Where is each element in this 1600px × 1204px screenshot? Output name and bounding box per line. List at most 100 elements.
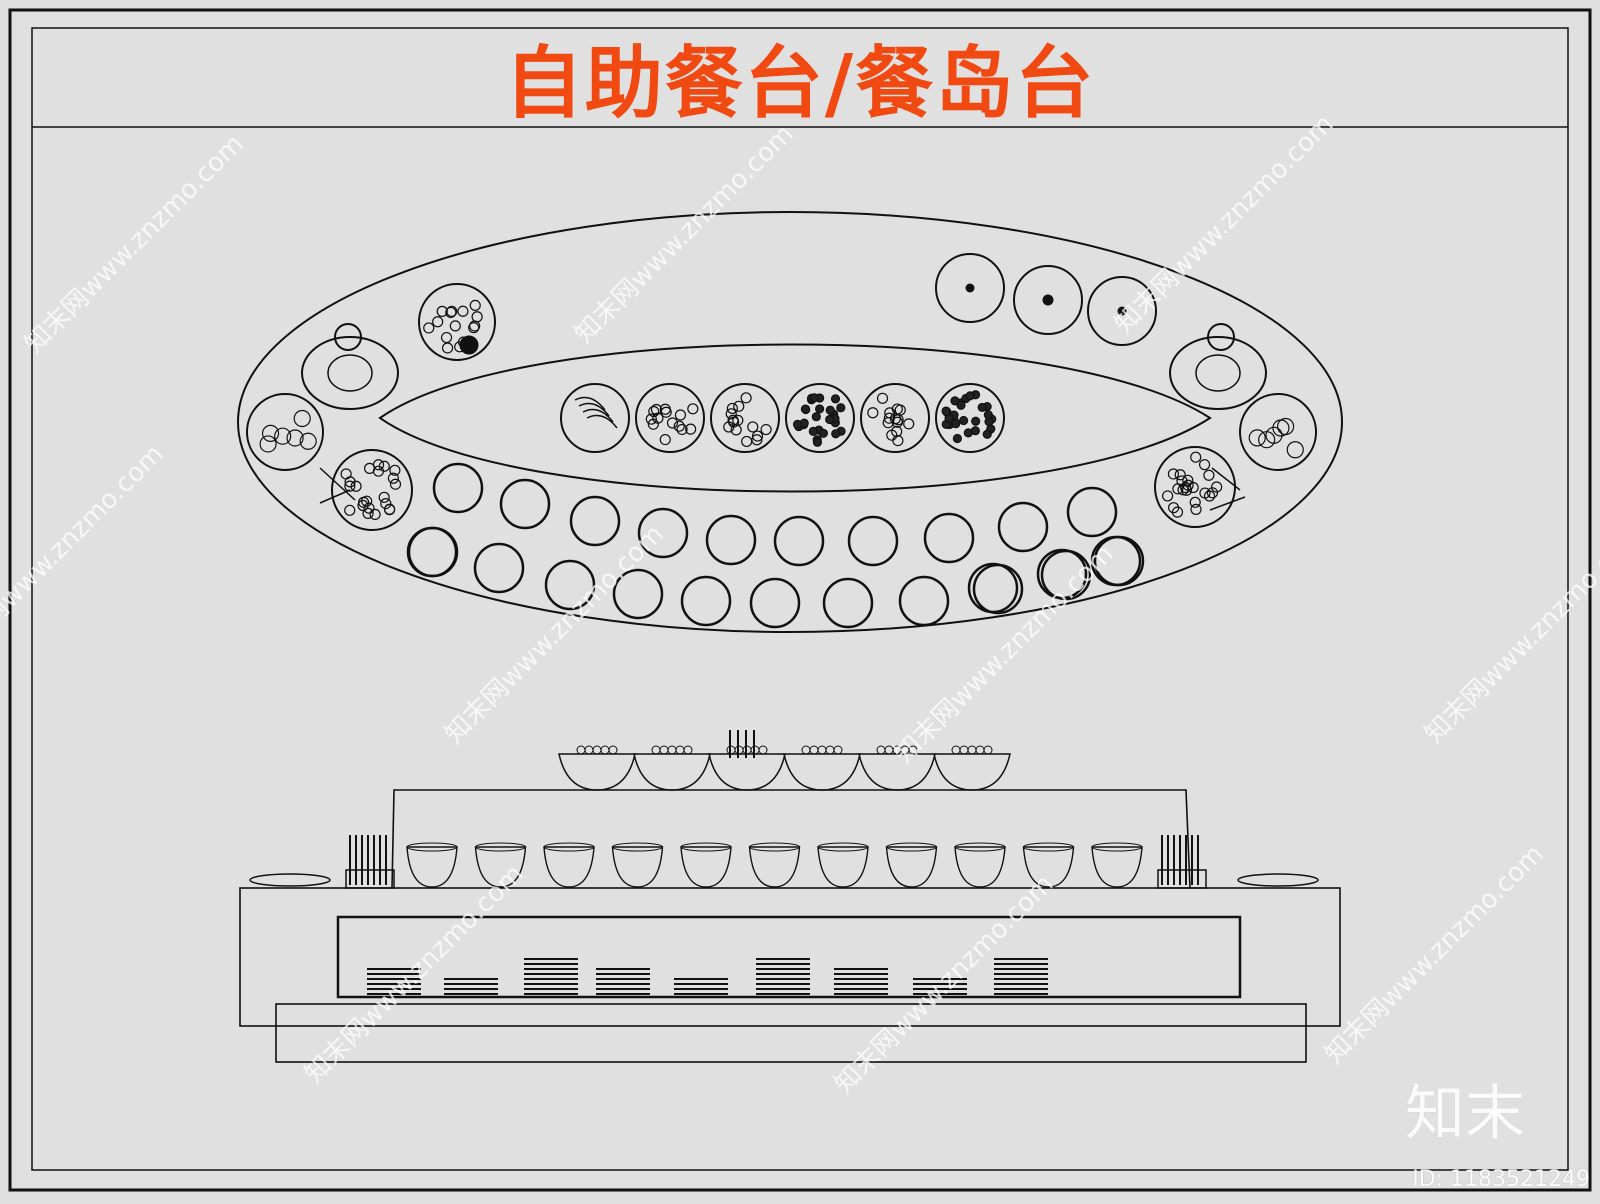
soup-bowl-rim — [543, 842, 595, 852]
bowl-food — [876, 745, 886, 755]
roast-platter — [301, 336, 399, 410]
buns-dish — [1239, 393, 1317, 471]
counter-body — [239, 887, 1341, 1027]
empty-plate — [705, 514, 757, 566]
table-outer-outline — [237, 211, 1343, 633]
buns-item — [1272, 419, 1290, 437]
grapes-item — [809, 393, 820, 403]
roast-item — [1195, 354, 1241, 392]
empty-plate — [997, 501, 1049, 553]
fruit-item — [423, 322, 435, 334]
soup-bowl-rim — [1023, 842, 1074, 852]
tong — [319, 467, 356, 501]
grapes-item — [811, 412, 821, 422]
soup-bowl-rim — [680, 842, 732, 852]
dumpling-item — [586, 414, 618, 429]
fruit-item — [1189, 496, 1201, 508]
empty-plate — [822, 577, 874, 629]
fruit-dish — [418, 283, 496, 361]
fruit-item — [725, 408, 737, 420]
bowl-food — [809, 745, 819, 755]
watermark-text: 知末网www.znzmo.com — [19, 129, 250, 360]
buns-item — [286, 429, 304, 447]
fruit-item — [903, 418, 915, 430]
bowl-food — [651, 745, 661, 755]
olive-item — [459, 335, 479, 355]
counter-base — [275, 1003, 1307, 1063]
fruit-item — [1176, 475, 1188, 487]
grapes-item — [983, 410, 993, 420]
watermark-text: 知末网www.znzmo.com — [439, 519, 670, 750]
utensil-holder — [345, 869, 395, 889]
empty-plate — [499, 478, 551, 530]
bowl-food — [683, 745, 693, 755]
fruit-item — [363, 502, 375, 514]
fruit-dish — [1154, 446, 1236, 528]
fruit-item — [1203, 469, 1215, 481]
empty-plate — [569, 495, 621, 547]
fruit-item — [1198, 459, 1211, 471]
watermark-text: 知末网www.znzmo.com — [889, 539, 1120, 770]
dumpling-dish — [560, 383, 630, 453]
soup-bowl-rim — [954, 842, 1006, 852]
buns-item — [1286, 441, 1304, 459]
bowl-food — [908, 745, 918, 755]
dish-rim — [1154, 446, 1236, 528]
fruit-item — [751, 430, 764, 442]
soup-bowl — [611, 846, 664, 888]
grapes-item — [836, 403, 846, 413]
display-window — [336, 915, 1242, 999]
grapes-item — [959, 415, 969, 426]
fruit-dish — [635, 383, 705, 453]
sauce-bowl-center — [1117, 306, 1127, 316]
fruit-item — [747, 421, 759, 433]
fruit-item — [468, 322, 480, 334]
fruit-item — [726, 402, 738, 415]
roast-platter — [1169, 336, 1267, 410]
bowl-food — [951, 745, 961, 755]
bowl-food — [608, 745, 618, 755]
dumpling-item — [582, 408, 614, 423]
end-platter — [1237, 873, 1319, 887]
empty-plate — [407, 526, 459, 578]
sauce-bowl-center — [965, 283, 975, 293]
serving-bowl — [783, 753, 861, 791]
garnish-bowl — [334, 323, 362, 351]
bowl-food — [659, 745, 669, 755]
bowl-food — [975, 745, 985, 755]
bowl-food — [600, 745, 610, 755]
fruit-item — [685, 423, 697, 435]
empty-plate — [1090, 535, 1142, 587]
soup-bowl — [817, 846, 869, 888]
empty-plate — [544, 559, 596, 611]
fruit-item — [372, 459, 385, 471]
buns-item — [261, 424, 280, 442]
soup-bowl — [680, 846, 732, 888]
dish-rim — [1239, 393, 1317, 471]
fruit-item — [727, 414, 739, 426]
empty-plate — [612, 568, 664, 620]
soup-bowl-rim — [817, 842, 869, 852]
grapes-item — [941, 406, 951, 416]
grapes-item — [825, 405, 835, 415]
serving-bowl — [633, 753, 711, 791]
fruit-item — [387, 472, 399, 484]
bowl-food — [959, 745, 969, 755]
fruit-item — [344, 480, 356, 492]
soup-bowl — [474, 846, 527, 888]
grapes-item — [952, 433, 962, 444]
fruit-item — [687, 403, 699, 415]
fruit-item — [389, 478, 402, 490]
watermark-text: 知末网www.znzmo.com — [569, 119, 800, 350]
serving-bowl — [558, 753, 636, 791]
elevation-view — [239, 789, 1341, 1063]
outer-frame — [8, 8, 1592, 1192]
watermark-text: 知末网www.znzmo.com — [299, 859, 530, 1090]
watermark-logo: 知末 — [1405, 1079, 1525, 1149]
dish-rim — [418, 283, 496, 361]
drawing-marks — [246, 253, 1319, 995]
fruit-item — [369, 508, 381, 520]
watermark-text: 知末网www.znzmo.com — [1319, 839, 1550, 1070]
dish-rim — [331, 449, 413, 531]
